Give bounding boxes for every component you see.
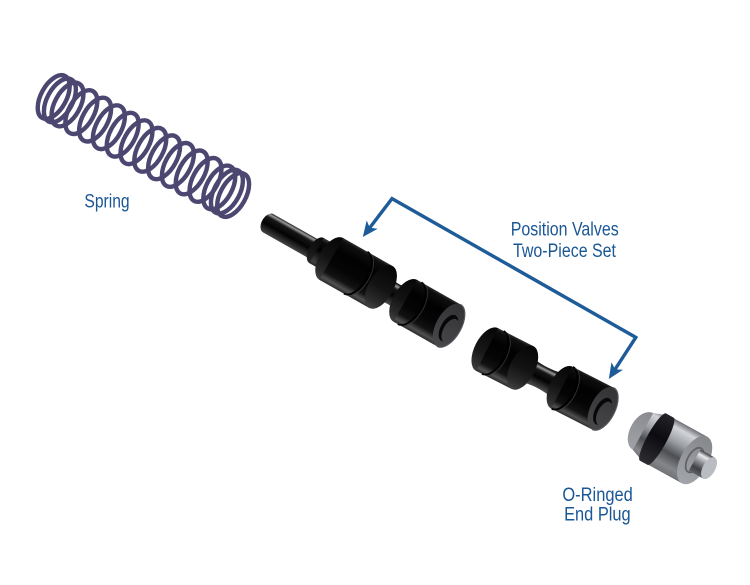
svg-text:Two-Piece Set: Two-Piece Set [513,240,616,262]
svg-text:Spring: Spring [84,191,129,213]
svg-text:O-Ringed: O-Ringed [562,484,632,506]
svg-text:Position Valves: Position Valves [511,219,619,241]
svg-text:End Plug: End Plug [564,504,631,526]
